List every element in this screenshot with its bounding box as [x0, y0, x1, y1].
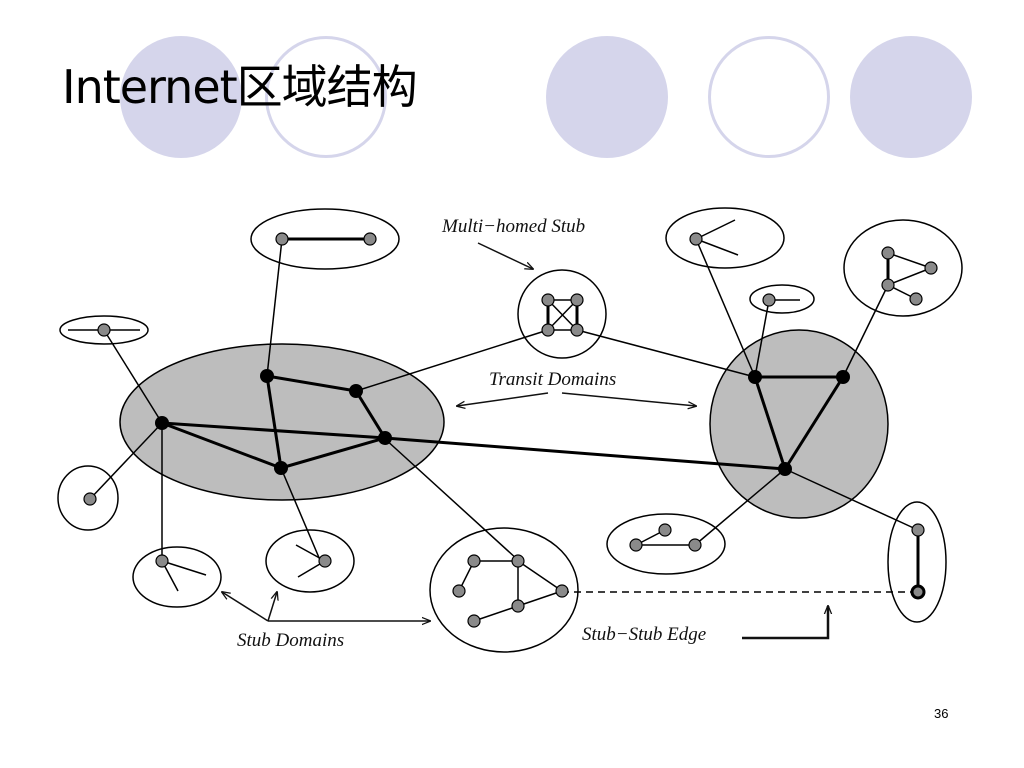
multi-homed-arrow [477, 242, 533, 269]
stub-domain-bottom-left [132, 546, 222, 608]
stub-node [275, 232, 289, 246]
stub-nodes [83, 232, 938, 628]
transit-node [378, 431, 392, 445]
decor-circle-5 [850, 36, 972, 158]
stub-internal-edges [68, 219, 932, 622]
stub-node [555, 584, 569, 598]
stub-arrow-left [222, 592, 269, 622]
transit-node [274, 461, 288, 475]
page-number: 36 [934, 706, 949, 721]
stub-node [155, 554, 169, 568]
slide-title: Internet区域结构 [62, 60, 418, 114]
stub-node [97, 323, 111, 337]
stub-node [511, 599, 525, 613]
transit-domain-left [119, 343, 445, 501]
stub-node [83, 492, 97, 506]
decor-circle-2 [265, 36, 387, 158]
stub-node [467, 614, 481, 628]
stub-domain-top [250, 208, 400, 270]
stub-node [570, 323, 584, 337]
stub-node [689, 232, 703, 246]
stub-stub-edge-arrow [742, 606, 828, 640]
stub-domain-outlines [57, 207, 963, 653]
annotation-arrows [222, 242, 828, 640]
multi-homed-stub-label: Multi−homed Stub [441, 216, 585, 237]
transit-node [778, 462, 792, 476]
transit-node [836, 370, 850, 384]
stub-arrow-mid [267, 592, 277, 622]
transit-node [349, 384, 363, 398]
stub-domain-left-circle [57, 465, 119, 531]
stub-node [363, 232, 377, 246]
stub-domains-label: Stub Domains [237, 630, 344, 651]
stub-node [909, 292, 923, 306]
transit-arrow-left [457, 392, 549, 406]
decor-circle-4 [708, 36, 830, 158]
stub-node [910, 584, 926, 600]
stub-domain-bottom-large [429, 527, 579, 653]
stub-node [452, 584, 466, 598]
stub-domain-right-vertical [887, 501, 947, 623]
stub-node [881, 278, 895, 292]
stub-node [467, 554, 481, 568]
transit-domains-label: Transit Domains [489, 369, 616, 390]
stub-node [881, 246, 895, 260]
stub-node [511, 554, 525, 568]
stub-domain-bottom-mid [265, 529, 355, 593]
stub-node [318, 554, 332, 568]
transit-node [260, 369, 274, 383]
transit-domain-right [709, 329, 889, 519]
stub-node [570, 293, 584, 307]
stub-node [762, 293, 776, 307]
stub-domain-left-small [59, 315, 149, 345]
access-links [89, 238, 919, 561]
stub-domain-right-triangle [843, 219, 963, 317]
stub-node [924, 261, 938, 275]
transit-edges [161, 374, 845, 471]
stub-node [658, 523, 672, 537]
stub-stub-edge-label: Stub−Stub Edge [582, 624, 706, 645]
decor-circle-3 [546, 36, 668, 158]
transit-nodes [155, 369, 850, 476]
stub-domain-right-top [665, 207, 785, 269]
stub-domain-multi-homed [517, 269, 607, 359]
stub-domain-right-small [749, 284, 815, 314]
stub-node [629, 538, 643, 552]
stub-domain-right-bottom [606, 513, 726, 575]
transit-node [155, 416, 169, 430]
transit-node [748, 370, 762, 384]
stub-node [541, 323, 555, 337]
stub-node [911, 523, 925, 537]
decor-circle-1 [120, 36, 242, 158]
stub-node [688, 538, 702, 552]
stub-node [541, 293, 555, 307]
transit-arrow-right [561, 392, 696, 406]
